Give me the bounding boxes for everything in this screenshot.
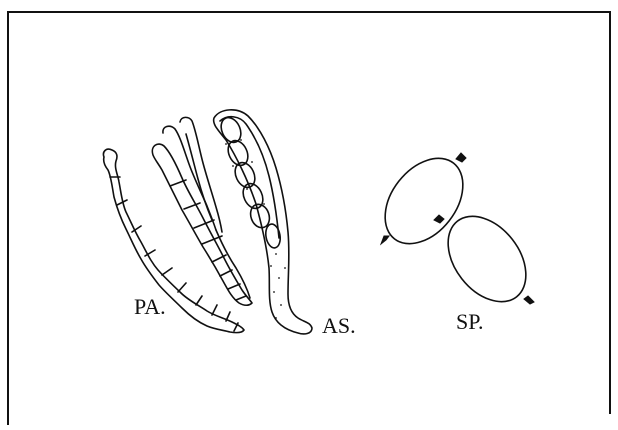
paraphyses-group <box>103 117 252 332</box>
label-ascus: AS. <box>322 313 356 338</box>
paraphysis-bundle-outer <box>216 230 250 298</box>
ascospore-6 <box>264 223 282 249</box>
ascus-group <box>214 110 312 334</box>
paraphysis-1-septa <box>110 177 238 331</box>
ascus-inner-wall <box>220 117 279 238</box>
ascus-wall <box>214 110 312 334</box>
spore-1-tip-top <box>456 153 466 162</box>
ascus-granules <box>225 139 286 319</box>
paraphysis-bundle-septa <box>170 180 246 300</box>
frame-border <box>8 12 610 425</box>
spore-1-tip-bottom <box>381 236 389 244</box>
spores-group <box>369 143 542 316</box>
label-spores: SP. <box>456 309 484 334</box>
paraphysis-filament-1 <box>103 149 244 333</box>
spore-2-tip-bottom <box>524 296 534 304</box>
label-paraphyses: PA. <box>134 294 166 319</box>
spore-2-tip-top <box>434 215 444 223</box>
